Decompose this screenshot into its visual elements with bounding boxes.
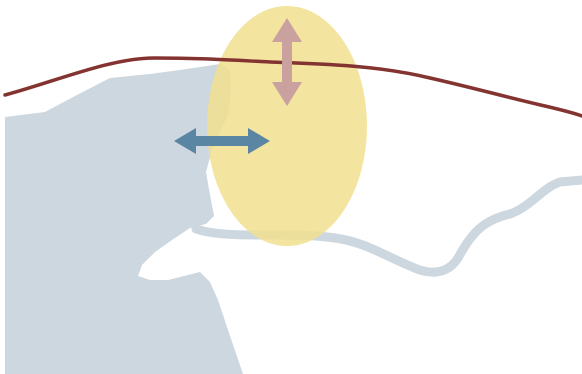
- diagram-canvas: [0, 0, 582, 374]
